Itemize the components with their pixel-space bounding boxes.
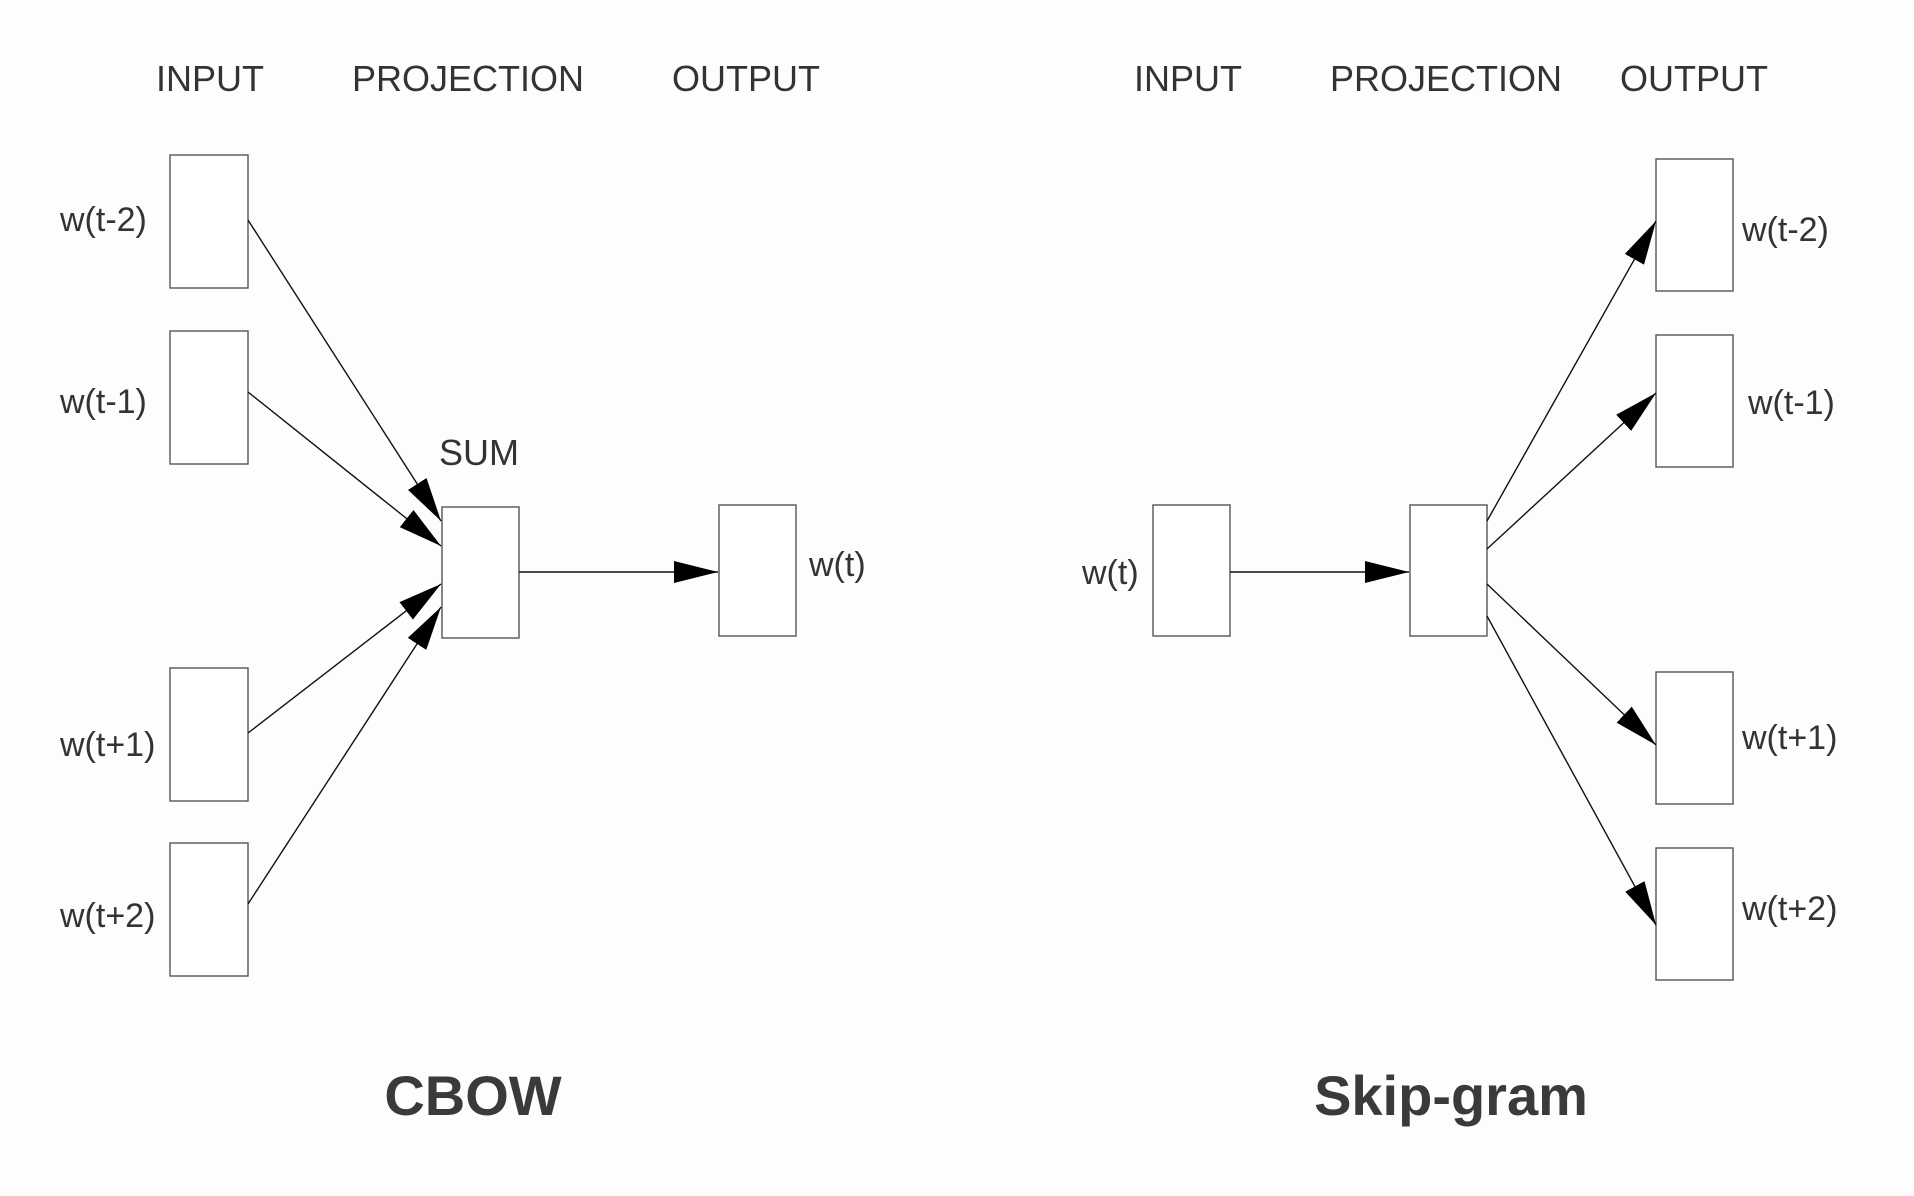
skipgram-output-box-t-minus-2	[1655, 158, 1734, 292]
cbow-sum-label: SUM	[439, 432, 519, 473]
cbow-input-box-t-minus-1	[169, 330, 249, 465]
cbow-input-label: w(t-2)	[59, 201, 147, 239]
skipgram-output-box-t-minus-1	[1655, 334, 1734, 468]
skipgram-input-label: w(t)	[1081, 554, 1139, 592]
cbow-projection-box	[441, 506, 520, 639]
skipgram-model: INPUT PROJECTION OUTPUT w(t) w(t-2) w(t-…	[1081, 58, 1837, 1127]
skipgram-edge-arrow	[1486, 615, 1657, 926]
skipgram-output-label: w(t+1)	[1741, 719, 1837, 757]
skipgram-output-header: OUTPUT	[1620, 58, 1768, 99]
skipgram-input-header: INPUT	[1134, 58, 1242, 99]
skipgram-edge-arrow	[1486, 220, 1657, 522]
skipgram-output-box-t-plus-1	[1655, 671, 1734, 805]
skipgram-projection-box	[1409, 504, 1488, 637]
skipgram-output-label: w(t+2)	[1741, 890, 1837, 928]
cbow-edge-arrow	[247, 219, 442, 522]
skipgram-title: Skip-gram	[1314, 1064, 1588, 1127]
skipgram-output-box-t-plus-2	[1655, 847, 1734, 981]
skipgram-output-label: w(t-1)	[1747, 384, 1835, 422]
cbow-input-box-t-plus-1	[169, 667, 249, 802]
skipgram-edge-arrow	[1486, 583, 1657, 746]
skipgram-output-label: w(t-2)	[1741, 211, 1829, 249]
cbow-output-label: w(t)	[808, 546, 866, 584]
cbow-model: INPUT PROJECTION OUTPUT w(t-2) w(t-1) w(…	[59, 58, 866, 1127]
cbow-input-label: w(t+1)	[59, 726, 155, 764]
cbow-title: CBOW	[384, 1064, 561, 1127]
cbow-projection-header: PROJECTION	[352, 58, 584, 99]
cbow-output-box	[718, 504, 797, 637]
cbow-input-box-t-minus-2	[169, 154, 249, 289]
cbow-input-box-t-plus-2	[169, 842, 249, 977]
skipgram-projection-header: PROJECTION	[1330, 58, 1562, 99]
skipgram-edge-arrow	[1486, 392, 1657, 550]
cbow-input-header: INPUT	[156, 58, 264, 99]
cbow-edge-arrow	[247, 583, 442, 734]
cbow-input-label: w(t-1)	[59, 383, 147, 421]
cbow-edge-arrow	[247, 606, 442, 905]
cbow-input-label: w(t+2)	[59, 897, 155, 935]
skipgram-input-box	[1152, 504, 1231, 637]
cbow-output-header: OUTPUT	[672, 58, 820, 99]
cbow-edge-arrow	[247, 391, 442, 547]
